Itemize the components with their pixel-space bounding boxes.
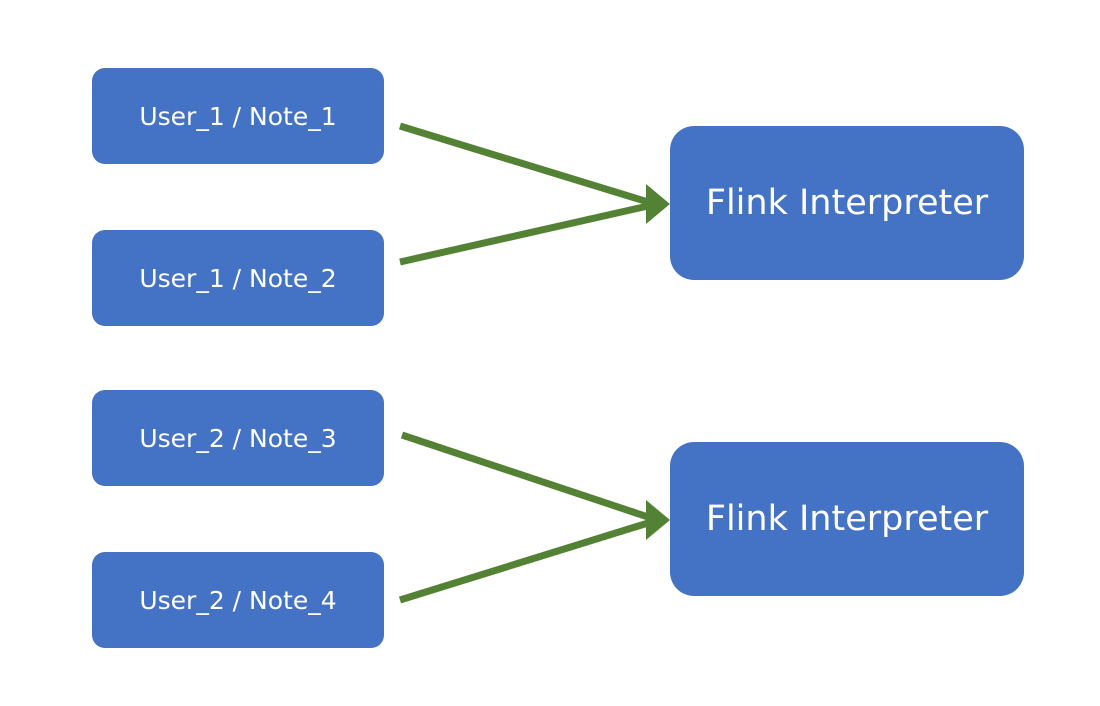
note-label: User_2 / Note_3 <box>139 423 337 453</box>
interpreter-label: Flink Interpreter <box>705 183 989 223</box>
arrowhead-interpreter2 <box>646 500 670 540</box>
note-box-user2-note3: User_2 / Note_3 <box>92 390 384 486</box>
arrow-note4-to-interpreter2 <box>398 519 650 604</box>
note-label: User_2 / Note_4 <box>139 585 337 615</box>
arrow-note2-to-interpreter1 <box>399 202 649 266</box>
note-label: User_1 / Note_1 <box>139 101 337 131</box>
interpreter-label: Flink Interpreter <box>705 499 989 539</box>
arrow-note1-to-interpreter1 <box>398 122 650 206</box>
note-box-user1-note1: User_1 / Note_1 <box>92 68 384 164</box>
flink-interpreter-box-2: Flink Interpreter <box>670 442 1024 596</box>
note-box-user1-note2: User_1 / Note_2 <box>92 230 384 326</box>
arrow-note3-to-interpreter2 <box>400 431 650 521</box>
note-label: User_1 / Note_2 <box>139 263 337 293</box>
flink-interpreter-box-1: Flink Interpreter <box>670 126 1024 280</box>
note-box-user2-note4: User_2 / Note_4 <box>92 552 384 648</box>
arrowhead-interpreter1 <box>646 184 670 224</box>
